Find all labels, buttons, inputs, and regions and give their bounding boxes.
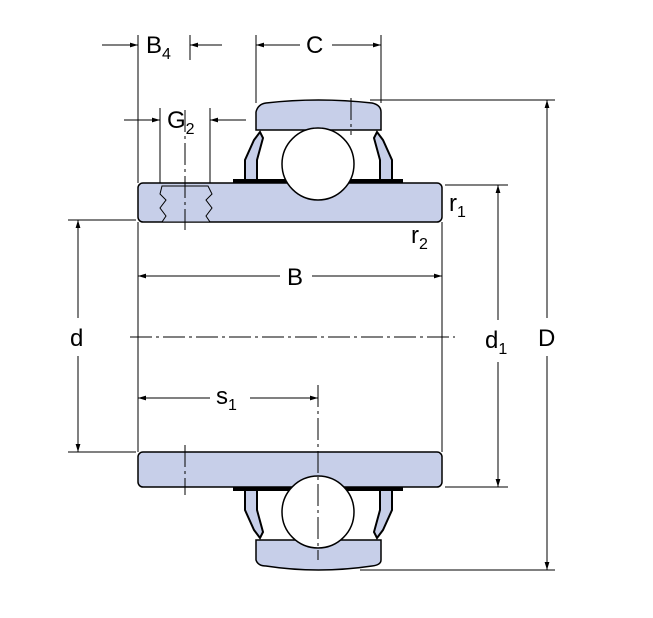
label-d: d [70,325,83,352]
ball-top [281,127,355,201]
label-d1: d1 [485,327,507,358]
dimension-labels: B4 C G2 r1 r2 B d d1 D s1 [70,32,555,414]
label-B4: B4 [146,32,171,63]
seal-left-top [244,130,265,183]
seal-right-top [372,130,393,183]
set-screw [159,185,213,223]
seal-right-bottom [372,487,393,540]
bearing-parts [137,99,443,571]
label-D: D [538,325,555,352]
label-r2: r2 [411,222,428,253]
label-r1: r1 [449,190,466,221]
outer-ring-top [255,99,382,131]
inner-ring-bottom [137,451,443,488]
label-C: C [306,32,323,59]
bore-lines [130,98,455,560]
label-s1: s1 [216,383,237,414]
dimension-lines [68,35,555,571]
label-B: B [287,264,303,291]
seal-left-bottom [244,487,265,540]
label-G2: G2 [167,107,195,138]
